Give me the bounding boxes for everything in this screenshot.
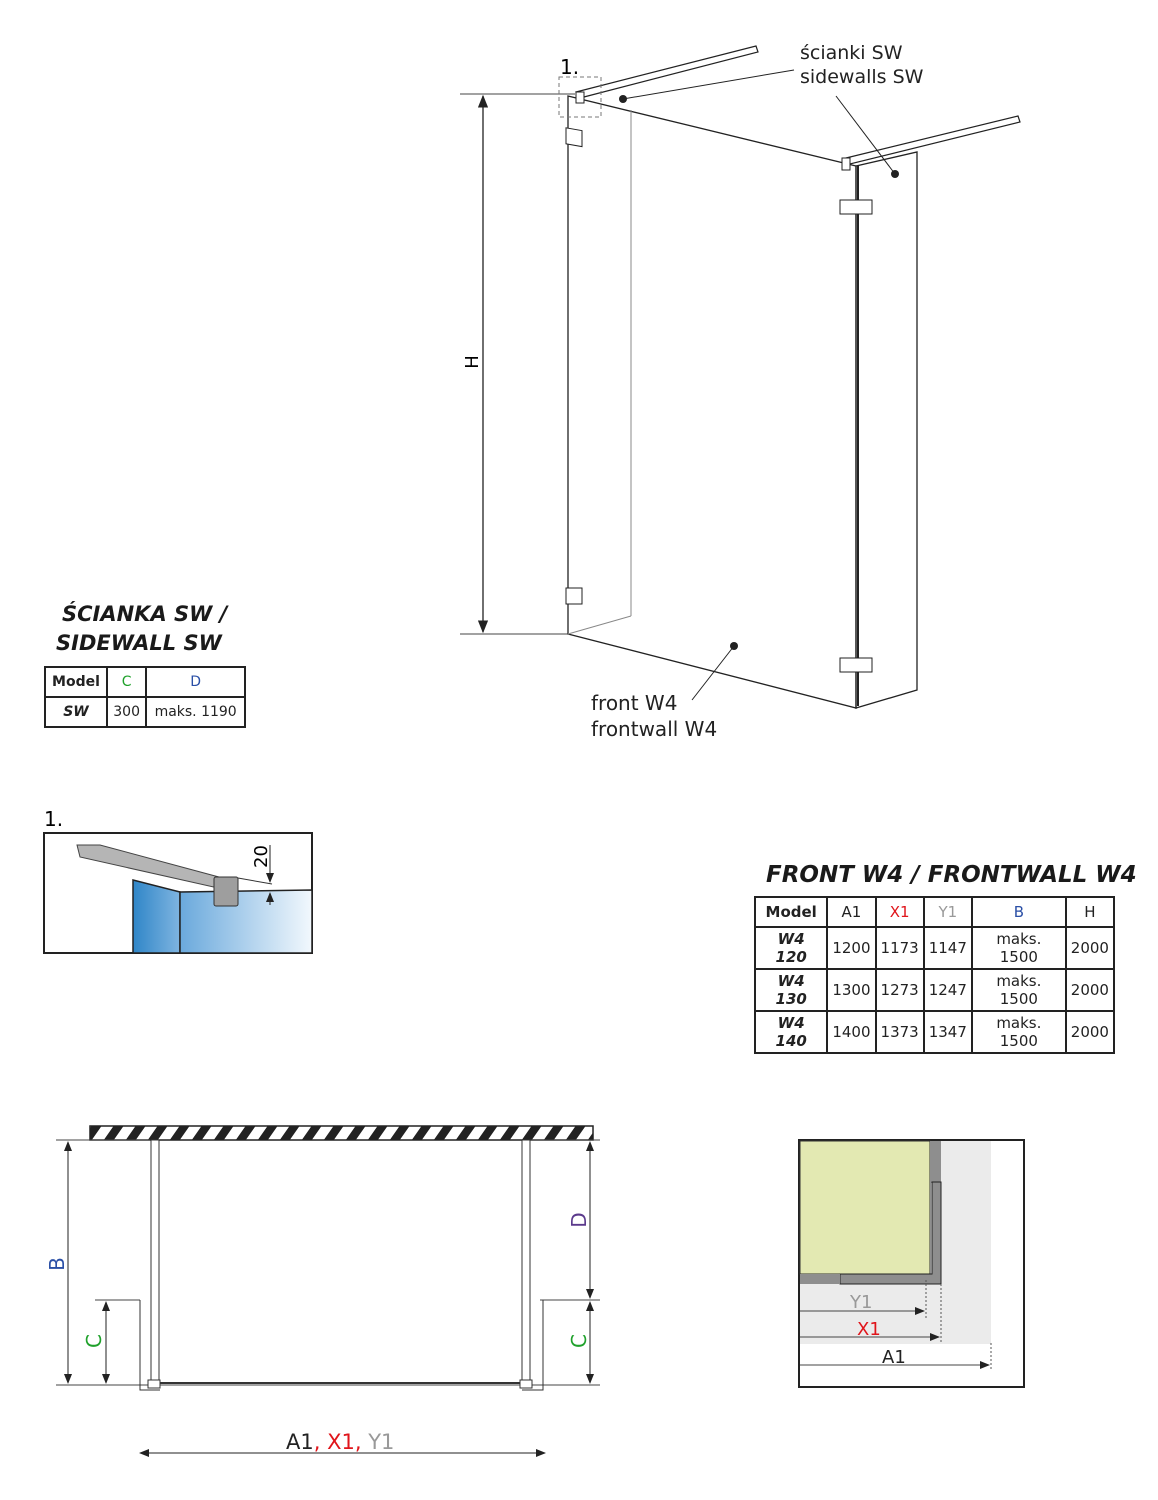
cell-model: W4 140 bbox=[753, 1010, 829, 1054]
label-x1: X1 bbox=[320, 1430, 354, 1454]
table-header-row: Model A1 X1 Y1 B H bbox=[753, 896, 1116, 928]
cell-y1: 1147 bbox=[922, 926, 973, 970]
header-model: Model bbox=[753, 896, 829, 928]
detail-1: 1. 20 bbox=[43, 807, 313, 954]
corner-detail: Y1 X1 A1 bbox=[798, 1139, 1025, 1388]
header-y1: Y1 bbox=[922, 896, 973, 928]
table-header-row: Model C D bbox=[44, 666, 246, 698]
frontwall-table: Model A1 X1 Y1 B H W4 120 1200 1173 1147… bbox=[753, 896, 1116, 1054]
cell-b: maks. 1500 bbox=[970, 968, 1067, 1012]
table-row: W4 120 1200 1173 1147 maks. 1500 2000 bbox=[753, 926, 1116, 970]
cell-c: 300 bbox=[105, 696, 148, 728]
sidewall-table: Model C D SW 300 maks. 1190 bbox=[44, 666, 246, 728]
cell-h: 2000 bbox=[1064, 968, 1116, 1012]
header-d: D bbox=[145, 666, 246, 698]
cell-a1: 1400 bbox=[826, 1010, 877, 1054]
detail-1-marker: 1. bbox=[560, 55, 579, 79]
cell-h: 2000 bbox=[1064, 926, 1116, 970]
cell-a1: 1200 bbox=[826, 926, 877, 970]
corner-label-y1: Y1 bbox=[849, 1292, 872, 1313]
label-a1: A1 bbox=[286, 1430, 314, 1454]
frontwall-label-pl: front W4 bbox=[591, 691, 677, 715]
sidewalls-label-pl: ścianki SW bbox=[800, 42, 903, 64]
dimension-c-left: C bbox=[82, 1334, 106, 1348]
corner-label-a1: A1 bbox=[882, 1347, 906, 1368]
cell-model: W4 120 bbox=[753, 926, 829, 970]
corner-label-x1: X1 bbox=[857, 1319, 881, 1340]
cell-model: W4 130 bbox=[753, 968, 829, 1012]
frontwall-label-en: frontwall W4 bbox=[591, 717, 717, 741]
header-c: C bbox=[105, 666, 148, 698]
table-row: SW 300 maks. 1190 bbox=[44, 696, 246, 728]
separator: , bbox=[355, 1430, 362, 1454]
detail-1-marker-box bbox=[558, 76, 602, 118]
cell-b: maks. 1500 bbox=[970, 926, 1067, 970]
sidewalls-label-en: sidewalls SW bbox=[800, 66, 924, 88]
header-model: Model bbox=[44, 666, 108, 698]
header-a1: A1 bbox=[826, 896, 877, 928]
header-h: H bbox=[1064, 896, 1116, 928]
plan-view: B C D C A1, X1, Y1 bbox=[45, 1125, 600, 1457]
isometric-view: H 1. ścianki SW sidewalls SW front W4 fr… bbox=[460, 42, 1021, 741]
detail-1-label: 1. bbox=[44, 807, 63, 831]
detail-dimension-20: 20 bbox=[251, 845, 272, 868]
table-row: W4 130 1300 1273 1247 maks. 1500 2000 bbox=[753, 968, 1116, 1012]
cell-d: maks. 1190 bbox=[145, 696, 246, 728]
dimension-d: D bbox=[567, 1212, 591, 1227]
cell-model: SW bbox=[44, 696, 108, 728]
cell-x1: 1173 bbox=[874, 926, 925, 970]
label-y1: Y1 bbox=[362, 1430, 395, 1454]
dimension-b: B bbox=[45, 1257, 69, 1271]
table-row: W4 140 1400 1373 1347 maks. 1500 2000 bbox=[753, 1010, 1116, 1054]
sidewall-title-line1: ŚCIANKA SW / bbox=[62, 602, 228, 626]
cell-y1: 1347 bbox=[922, 1010, 973, 1054]
cell-h: 2000 bbox=[1064, 1010, 1116, 1054]
dimension-a1-x1-y1: A1, X1, Y1 bbox=[286, 1430, 394, 1454]
cell-b: maks. 1500 bbox=[970, 1010, 1067, 1054]
cell-y1: 1247 bbox=[922, 968, 973, 1012]
frontwall-title: FRONT W4 / FRONTWALL W4 bbox=[766, 862, 1137, 888]
cell-x1: 1273 bbox=[874, 968, 925, 1012]
sidewall-title-line2: SIDEWALL SW bbox=[56, 631, 222, 655]
cell-x1: 1373 bbox=[874, 1010, 925, 1054]
header-x1: X1 bbox=[874, 896, 925, 928]
height-label: H bbox=[462, 355, 483, 369]
separator: , bbox=[314, 1430, 321, 1454]
header-b: B bbox=[970, 896, 1067, 928]
cell-a1: 1300 bbox=[826, 968, 877, 1012]
dimension-c-right: C bbox=[567, 1334, 591, 1348]
